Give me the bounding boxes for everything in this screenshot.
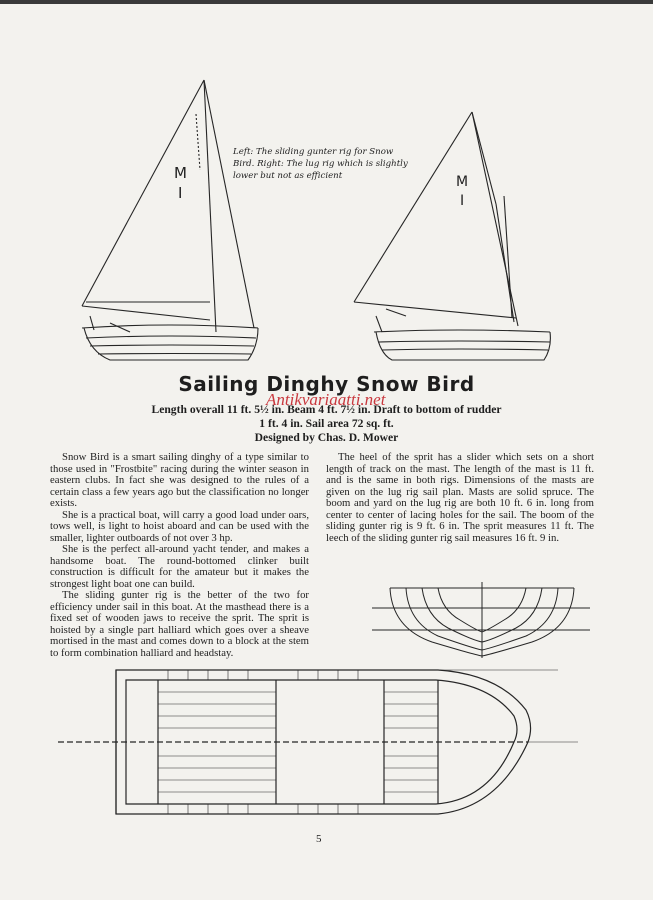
paragraph: She is the perfect all-around yacht tend… (50, 543, 309, 590)
lug-rig-drawing: M I (353, 111, 551, 361)
svg-text:M: M (456, 174, 468, 190)
specs-line-2: 1 ft. 4 in. Sail area 72 sq. ft. (259, 417, 394, 430)
right-column: The heel of the sprit has a slider which… (326, 451, 594, 544)
specs-line-1: Length overall 11 ft. 5½ in. Beam 4 ft. … (151, 403, 502, 416)
svg-text:I: I (178, 184, 182, 202)
hull-plan-drawing (58, 669, 578, 815)
page-number: 5 (316, 833, 322, 845)
left-column: Snow Bird is a smart sailing dinghy of a… (50, 451, 309, 659)
svg-text:I: I (460, 193, 464, 209)
paragraph: The heel of the sprit has a slider which… (326, 451, 594, 544)
gunter-rig-drawing: M I (81, 79, 259, 361)
figure-caption: Left: The sliding gunter rig for Snow Bi… (233, 147, 408, 181)
paragraph: Snow Bird is a smart sailing dinghy of a… (50, 451, 309, 509)
watermark: Antikvariaatti.net (266, 390, 386, 409)
specs-line-3: Designed by Chas. D. Mower (254, 431, 399, 444)
top-rule (0, 0, 653, 4)
paragraph: She is a practical boat, will carry a go… (50, 508, 309, 544)
svg-text:M: M (174, 164, 187, 182)
paragraph: The sliding gunter rig is the better of … (50, 589, 309, 659)
body-section-drawing (372, 582, 590, 658)
article-title: Sailing Dinghy Snow Bird (178, 372, 475, 396)
